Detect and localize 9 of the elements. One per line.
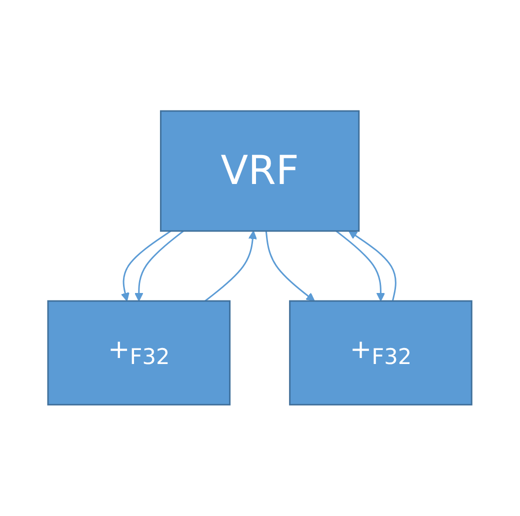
arrow: [266, 231, 316, 302]
node-box: +$_{F32}$: [47, 300, 231, 406]
arrow: [121, 230, 172, 302]
arrow: [336, 230, 386, 302]
node-box: +$_{F32}$: [289, 300, 473, 406]
arrow: [204, 230, 258, 302]
node-box: VRF: [160, 110, 360, 232]
arrow: [348, 230, 397, 302]
arrow: [134, 230, 184, 302]
